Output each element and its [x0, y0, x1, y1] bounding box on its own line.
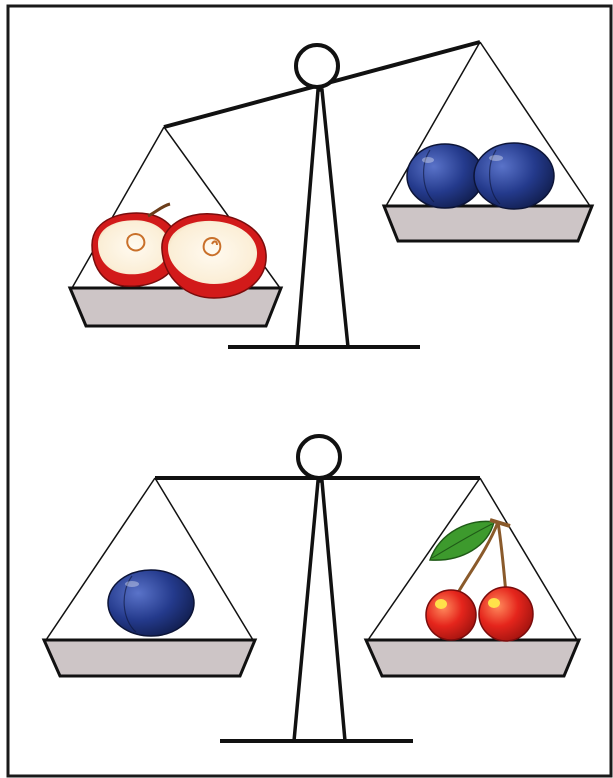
- top-right-pan: [384, 206, 592, 241]
- bottom-right-pan: [366, 640, 579, 676]
- plum: [407, 144, 483, 208]
- bottom-scale-pivot: [298, 436, 340, 478]
- top-left-pan: [70, 288, 281, 326]
- cherry: [479, 587, 533, 641]
- plum: [108, 570, 194, 636]
- plum: [474, 143, 554, 209]
- bottom-left-pan: [44, 640, 255, 676]
- top-scale-pivot: [296, 45, 338, 87]
- cherry: [426, 590, 476, 640]
